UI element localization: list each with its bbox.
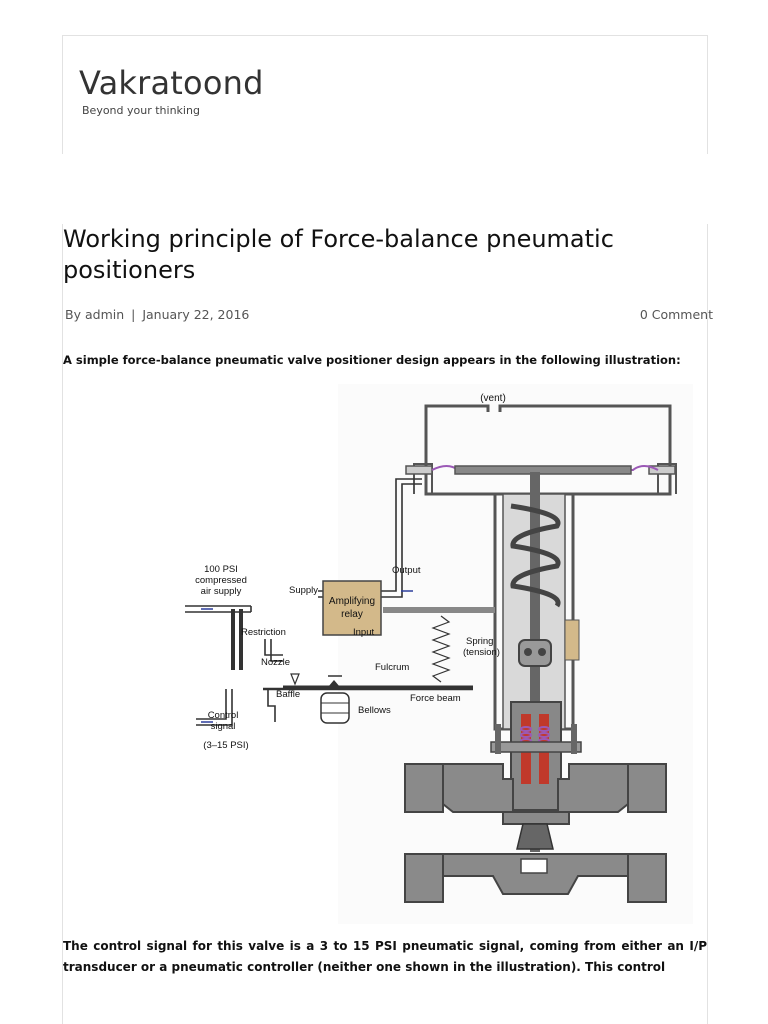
bonnet-bolt-right	[571, 724, 577, 754]
valve-plug	[516, 823, 554, 850]
supply-label-100: 100 PSI	[204, 564, 238, 575]
bonnet	[510, 701, 562, 811]
nozzle	[290, 673, 300, 686]
site-tagline: Beyond your thinking	[82, 104, 200, 117]
diagram-svg: (vent)	[185, 384, 693, 924]
amplifying-relay	[322, 580, 382, 636]
feedback-spring	[431, 615, 451, 683]
valve-seat	[520, 858, 548, 874]
baffle-label: Baffle	[276, 689, 300, 700]
relay-label-line1: Amplifying	[329, 596, 375, 607]
vent-label: (vent)	[480, 393, 506, 404]
by-label: By	[65, 307, 81, 322]
supply-label-compressed: compressed	[195, 575, 247, 586]
output-label: Output	[392, 565, 421, 576]
site-title[interactable]: Vakratoond	[79, 64, 264, 102]
spring-label: Spring	[466, 636, 493, 647]
bellows	[320, 692, 350, 724]
positioner-piping	[185, 478, 495, 726]
nozzle-label: Nozzle	[261, 657, 290, 668]
positioner-diagram: (vent)	[173, 384, 693, 924]
relay-label-line2: relay	[341, 609, 363, 620]
connector-bolt-left	[524, 648, 532, 656]
signal-label: signal	[211, 721, 236, 732]
fulcrum-marker	[328, 680, 340, 687]
comments-link[interactable]: 0 Comment	[639, 307, 713, 322]
bellows-folds	[321, 702, 349, 714]
site-header: Vakratoond Beyond your thinking	[62, 35, 708, 154]
control-label: Control	[208, 710, 239, 721]
input-label: Input	[353, 627, 374, 638]
stem-connector	[518, 639, 552, 667]
bonnet-bolt-left	[495, 724, 501, 754]
author-link[interactable]: admin	[84, 307, 125, 322]
connector-bolt-right	[538, 648, 546, 656]
date-link[interactable]: January 22, 2016	[142, 307, 250, 322]
bellows-label: Bellows	[358, 705, 391, 716]
spring-tension-label: (tension)	[463, 647, 500, 658]
lower-flange-left	[404, 853, 444, 903]
actuator-dome	[405, 404, 677, 496]
supply-label: Supply	[289, 585, 318, 596]
fulcrum-label: Fulcrum	[375, 662, 409, 673]
lower-flange-right	[627, 853, 667, 903]
article-meta: By admin | January 22, 2016 0 Comment	[65, 307, 713, 322]
article-title[interactable]: Working principle of Force-balance pneum…	[63, 225, 614, 284]
bonnet-flange	[490, 741, 582, 753]
article: Working principle of Force-balance pneum…	[62, 224, 713, 1024]
force-beam-label: Force beam	[410, 693, 461, 704]
article-body: The control signal for this valve is a 3…	[63, 939, 707, 974]
restriction-label: Restriction	[241, 627, 286, 638]
position-indicator	[564, 619, 580, 661]
supply-label-air: air supply	[201, 586, 242, 597]
actuator-spring	[510, 503, 561, 608]
signal-range-label: (3–15 PSI)	[203, 740, 248, 751]
article-intro: A simple force-balance pneumatic valve p…	[63, 353, 681, 367]
meta-separator: |	[131, 307, 136, 322]
